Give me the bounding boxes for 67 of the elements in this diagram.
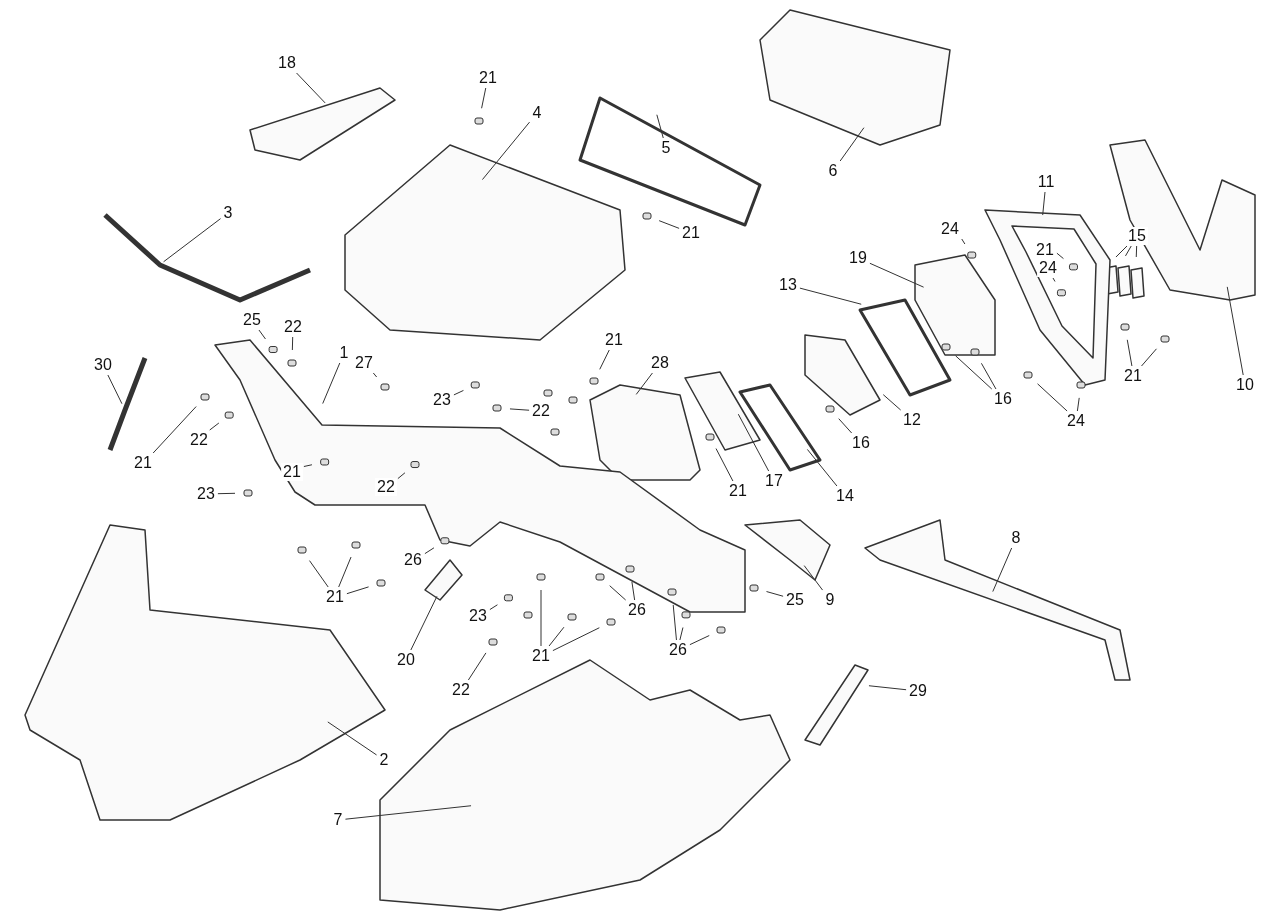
leader-line: [672, 604, 677, 641]
leader-line: [509, 408, 530, 411]
leader-line: [322, 362, 341, 405]
leader-line: [1037, 383, 1068, 412]
leader-line: [868, 685, 907, 691]
leader-line: [424, 547, 435, 555]
leader-line: [397, 472, 406, 480]
leader-line: [689, 635, 710, 646]
leader-line: [609, 585, 627, 601]
leader-line: [346, 586, 370, 595]
leader-line: [635, 372, 653, 395]
leader-line: [656, 114, 664, 139]
leader-line: [453, 389, 464, 396]
leader-line: [548, 626, 565, 647]
leader-line: [955, 355, 993, 390]
leader-line: [163, 218, 222, 263]
leader-line: [1115, 245, 1128, 258]
leader-line: [309, 560, 329, 588]
leader-line: [980, 362, 997, 390]
leader-line: [152, 406, 197, 454]
leader-line: [658, 220, 680, 229]
leader-line: [679, 627, 684, 641]
leader-line: [715, 448, 734, 482]
leader-line: [552, 627, 600, 652]
leader-line: [217, 492, 236, 495]
leader-line: [296, 72, 326, 104]
leader-line: [631, 581, 636, 601]
leader-line: [992, 547, 1013, 593]
leader-line: [344, 805, 472, 820]
leader-line: [1135, 245, 1138, 258]
leader-line: [372, 372, 378, 378]
leader-line: [869, 262, 925, 288]
leader-line: [961, 238, 966, 245]
callout-number: 22: [375, 478, 397, 496]
leader-line: [1126, 339, 1133, 367]
leader-line: [327, 721, 378, 756]
leader-line: [410, 595, 438, 651]
leader-line: [489, 604, 498, 611]
callout-number: 24: [1037, 259, 1059, 277]
leader-line: [839, 127, 865, 162]
leader-line: [540, 589, 542, 647]
leader-line: [258, 329, 266, 340]
leader-line: [882, 394, 902, 411]
leader-line: [1125, 245, 1132, 257]
leader-line: [291, 336, 294, 351]
leader-line: [338, 556, 352, 588]
leader-line: [737, 413, 770, 472]
leader-line: [481, 87, 487, 109]
leader-line: [209, 422, 220, 431]
leader-line: [1226, 286, 1244, 376]
callout-number: 15: [1126, 227, 1148, 245]
leader-line: [1042, 191, 1046, 216]
leader-line: [799, 287, 862, 305]
leader-line: [806, 448, 838, 487]
leader-line: [303, 464, 313, 467]
leader-line: [481, 121, 531, 181]
leader-line: [1076, 397, 1080, 412]
callout-number: 21: [281, 463, 303, 481]
leader-line: [107, 374, 123, 405]
leader-line: [1052, 277, 1056, 282]
leader-line: [838, 418, 853, 434]
leader-line: [467, 652, 487, 681]
leader-line: [766, 591, 784, 597]
leader-line: [1056, 252, 1064, 260]
leader-line: [803, 565, 824, 591]
leader-line: [1141, 348, 1157, 367]
leader-line: [599, 349, 610, 370]
